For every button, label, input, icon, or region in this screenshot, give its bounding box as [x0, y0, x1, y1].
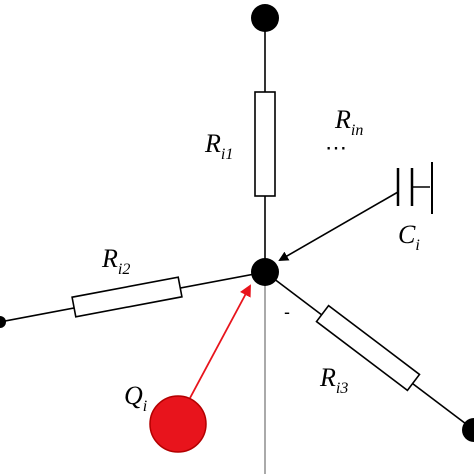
label-r-i3: Ri3: [319, 363, 348, 397]
label-r-i1: Ri1: [204, 129, 233, 163]
label-minus-sign: -: [284, 302, 290, 322]
terminal-node-lower-right: [462, 418, 474, 442]
label-ellipsis: ⋯: [325, 135, 347, 160]
heat-source-circle: [149, 395, 207, 453]
capacitor-arrow: [278, 191, 399, 261]
resistor-ri2: [71, 276, 183, 318]
resistor-ri3: [315, 304, 421, 392]
terminal-node-top: [251, 4, 279, 32]
label-q-i: Qi: [124, 381, 147, 415]
terminal-node-left: [0, 316, 6, 328]
center-node: [251, 258, 279, 286]
resistor-ri1: [254, 91, 276, 197]
label-r-in: Rin: [334, 105, 363, 139]
label-r-i2: Ri2: [101, 244, 130, 278]
heat-source-arrow: [189, 284, 251, 399]
label-c-i: Ci: [398, 220, 420, 254]
